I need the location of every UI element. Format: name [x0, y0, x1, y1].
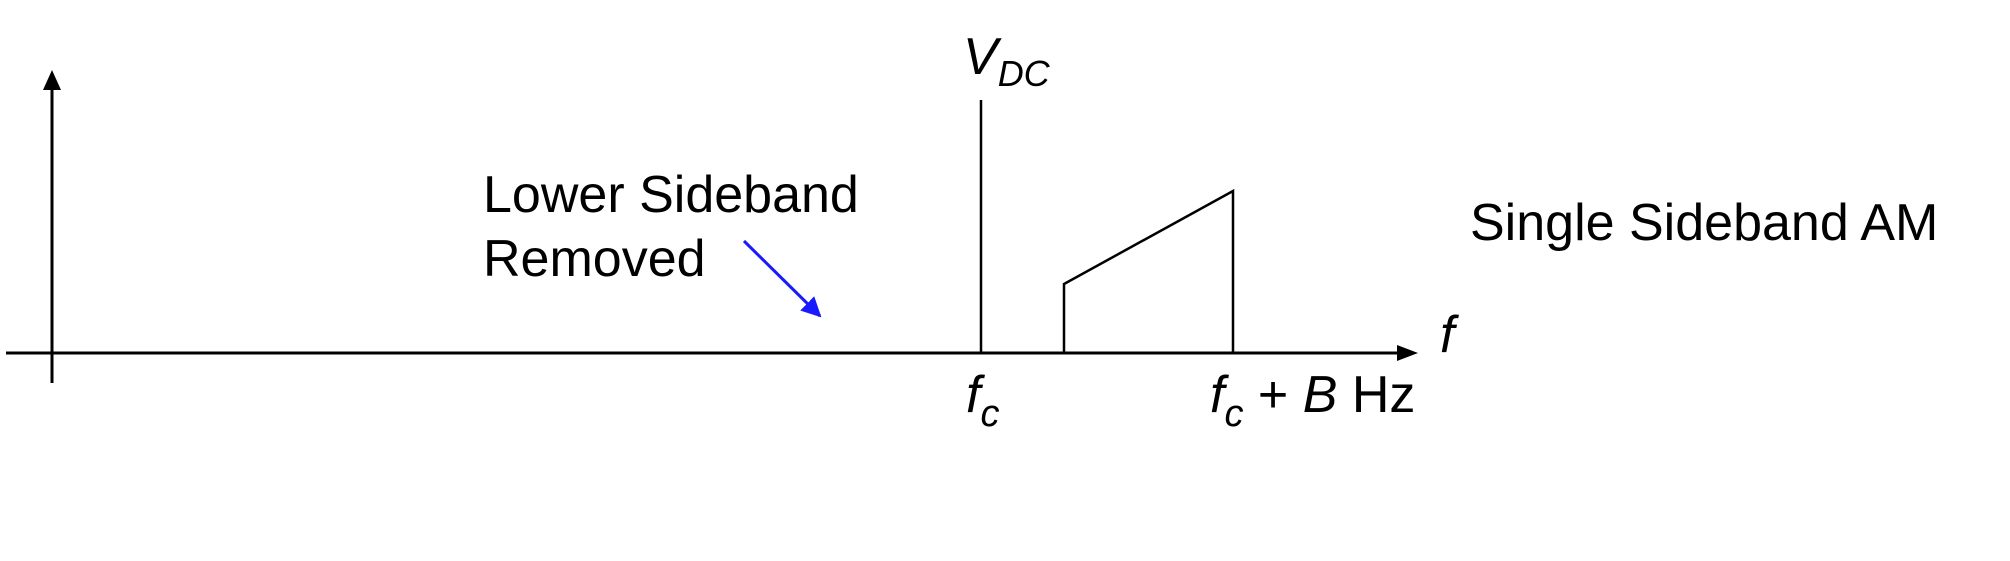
y-axis-arrowhead	[43, 70, 61, 90]
upper-sideband-shape	[1062, 188, 1235, 353]
x-axis-arrowhead	[1397, 345, 1418, 361]
annotation-line-2: Removed	[483, 230, 706, 288]
x-axis-label: f	[1440, 306, 1459, 364]
carrier-label: VDC	[963, 28, 1051, 94]
tick-label-fc-plus-b: fc + B Hz	[1210, 366, 1415, 435]
diagram-title: Single Sideband AM	[1470, 194, 1938, 252]
tick-label-fc: fc	[966, 366, 999, 435]
annotation-arrow	[742, 239, 822, 318]
annotation-line-1: Lower Sideband	[483, 166, 859, 224]
